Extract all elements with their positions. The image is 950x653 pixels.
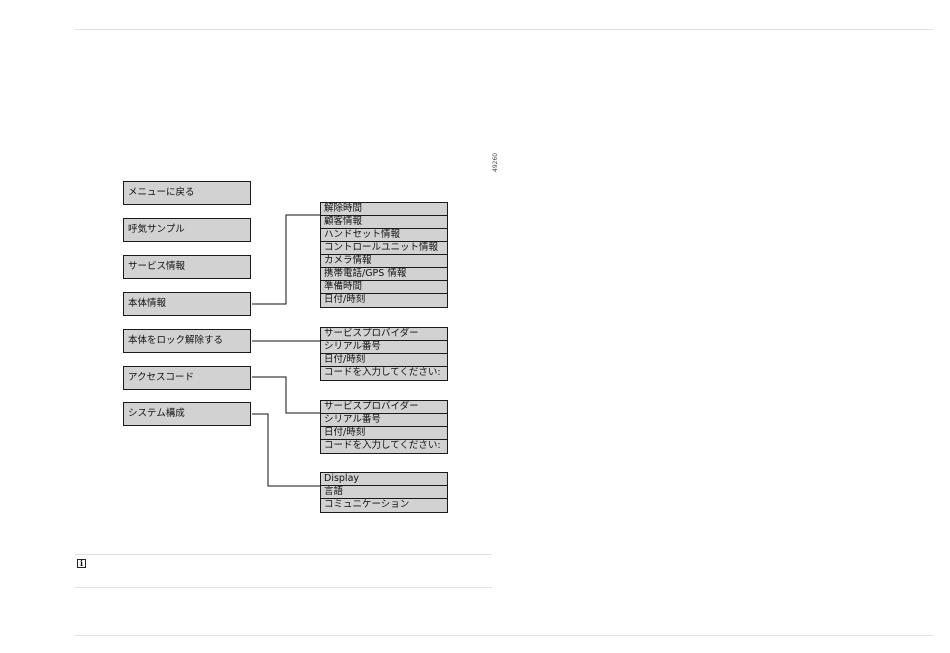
menu-system-config-button[interactable]: システム構成	[123, 402, 251, 426]
submenu-device-info: 解除時間 顧客情報 ハンドセット情報 コントロールユニット情報 カメラ情報 携帯…	[320, 202, 448, 308]
menu-service-info-button[interactable]: サービス情報	[123, 255, 251, 279]
submenu-item[interactable]: コミュニケーション	[321, 499, 447, 512]
submenu-item[interactable]: ハンドセット情報	[321, 229, 447, 242]
submenu-item[interactable]: シリアル番号	[321, 341, 447, 354]
bottom-rule	[75, 635, 933, 636]
submenu-item[interactable]: Display	[321, 473, 447, 486]
submenu-item[interactable]: 日付/時刻	[321, 354, 447, 367]
submenu-item[interactable]: 解除時間	[321, 203, 447, 216]
menu-access-code-button[interactable]: アクセスコード	[123, 366, 251, 390]
submenu-item[interactable]: コードを入力してください:	[321, 367, 447, 380]
menu-unlock-device-button[interactable]: 本体をロック解除する	[123, 329, 251, 353]
connector-device-info	[252, 215, 320, 304]
top-rule	[75, 29, 933, 30]
submenu-item[interactable]: シリアル番号	[321, 414, 447, 427]
connector-access-code	[252, 377, 320, 413]
submenu-item[interactable]: 携帯電話/GPS 情報	[321, 268, 447, 281]
submenu-item[interactable]: 日付/時刻	[321, 427, 447, 440]
submenu-item[interactable]: サービスプロバイダー	[321, 401, 447, 414]
submenu-item[interactable]: カメラ情報	[321, 255, 447, 268]
menu-breath-sample-button[interactable]: 呼気サンプル	[123, 218, 251, 242]
submenu-item[interactable]: 言語	[321, 486, 447, 499]
submenu-unlock-device: サービスプロバイダー シリアル番号 日付/時刻 コードを入力してください:	[320, 327, 448, 381]
submenu-item[interactable]: コントロールユニット情報	[321, 242, 447, 255]
connector-system-config	[252, 414, 320, 486]
menu-device-info-button[interactable]: 本体情報	[123, 292, 251, 316]
submenu-item[interactable]: サービスプロバイダー	[321, 328, 447, 341]
submenu-item[interactable]: 日付/時刻	[321, 294, 447, 307]
submenu-item[interactable]: コードを入力してください:	[321, 440, 447, 453]
submenu-item[interactable]: 準備時間	[321, 281, 447, 294]
submenu-system-config: Display 言語 コミュニケーション	[320, 472, 448, 513]
submenu-item[interactable]: 顧客情報	[321, 216, 447, 229]
menu-back-button[interactable]: メニューに戻る	[123, 181, 251, 205]
note-bottom-rule	[75, 587, 492, 588]
submenu-access-code: サービスプロバイダー シリアル番号 日付/時刻 コードを入力してください:	[320, 400, 448, 454]
note-top-rule	[75, 554, 492, 555]
info-icon: i	[77, 559, 86, 568]
figure-id: 49260	[492, 153, 499, 172]
